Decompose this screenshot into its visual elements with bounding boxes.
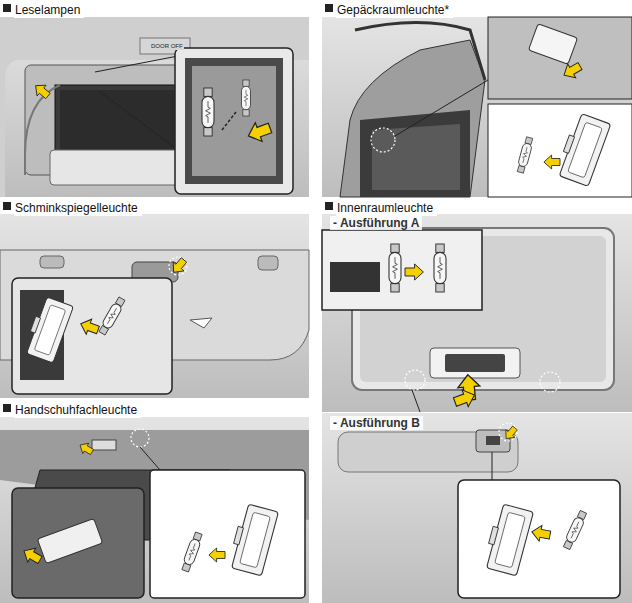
section-panel: Leselampen [0, 0, 309, 197]
variant-label: - Ausführung B [330, 416, 423, 430]
section-heading: Leselampen [14, 2, 84, 18]
variant-label: - Ausführung A [330, 216, 422, 230]
section-heading: Innenraumleuchte [336, 200, 437, 216]
section-panel: Handschuhfachleuchte [0, 400, 309, 603]
section-heading: Schminkspiegelleuchte [14, 200, 142, 216]
section-heading: Handschuhfachleuchte [14, 402, 141, 418]
button-label: DOOR OFF [150, 43, 184, 50]
section-panel: Innenraumleuchte [322, 198, 632, 412]
section-panel: Gepäckraumleuchte* [322, 0, 632, 197]
section-heading: Gepäckraumleuchte* [336, 2, 453, 18]
section-panel: Schminkspiegelleuchte [0, 198, 309, 398]
